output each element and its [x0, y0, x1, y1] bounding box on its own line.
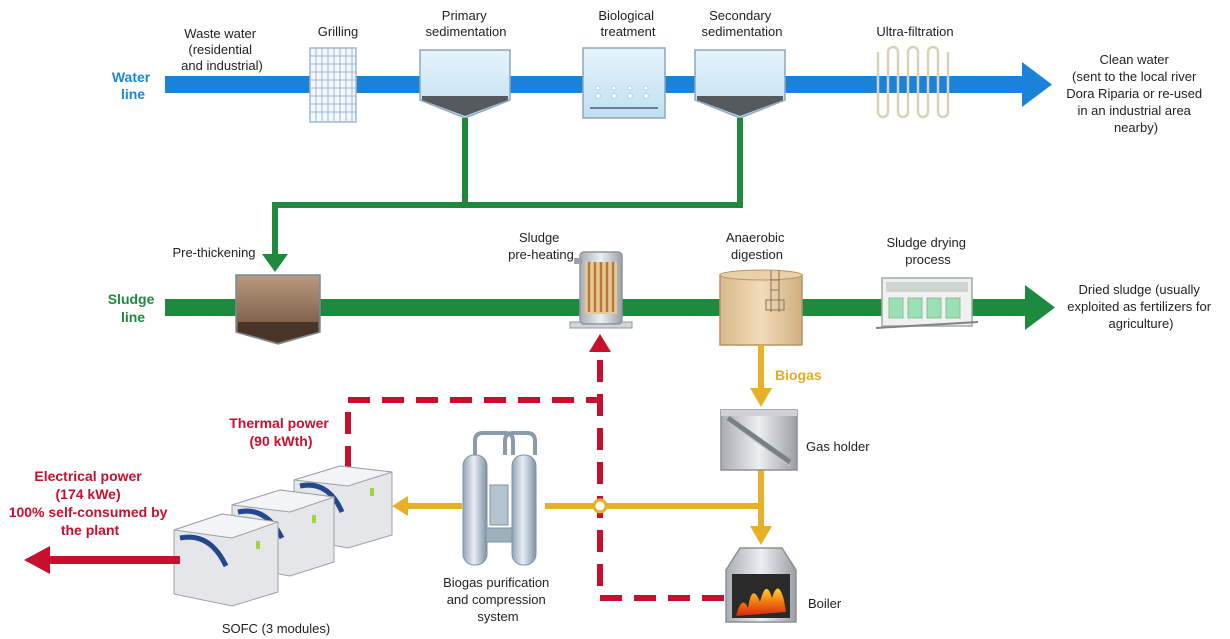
- ultra-filtration-label: Ultra-filtration: [876, 24, 953, 39]
- thermal-power-label: Thermal power (90 kWth): [229, 415, 332, 449]
- boiler-label: Boiler: [808, 596, 842, 611]
- biogas-purification-system: [462, 431, 537, 566]
- electrical-power-arrow: [24, 546, 180, 574]
- waste-water-label: Waste water (residential and industrial): [181, 26, 263, 73]
- boiler: [725, 547, 797, 623]
- pre-thickening-label: Pre-thickening: [172, 245, 255, 260]
- purification-label: Biogas purification and compression syst…: [443, 575, 553, 624]
- thermal-arrowhead: [589, 334, 611, 352]
- sludge-drying-label: Sludge drying process: [886, 235, 969, 267]
- secondary-sedimentation-label: Secondary sedimentation: [702, 8, 783, 39]
- sofc-module-1: [173, 513, 279, 607]
- secondary-sedimentation-tank: [694, 49, 786, 119]
- electrical-power-label: Electrical power (174 kWe) 100% self-con…: [9, 468, 172, 538]
- sludge-line-label: Sludge line: [108, 291, 159, 325]
- water-line-label: Water line: [112, 69, 154, 102]
- gas-holder: [720, 409, 798, 471]
- biogas-label: Biogas: [775, 367, 822, 383]
- sludge-preheater: [569, 251, 633, 329]
- biogas-arrowhead-boiler: [750, 526, 772, 545]
- dried-sludge-label: Dried sludge (usually exploited as ferti…: [1067, 282, 1214, 331]
- primary-sedimentation-tank: [419, 49, 511, 119]
- pre-thickening-tank: [235, 274, 321, 345]
- sludge-transfer-pipe: [272, 118, 743, 258]
- biogas-pipe: [405, 345, 764, 530]
- sofc-label: SOFC (3 modules): [222, 621, 330, 636]
- grilling-label: Grilling: [318, 24, 358, 39]
- anaerobic-digester: [719, 269, 803, 346]
- biogas-arrowhead-gasholder: [750, 388, 772, 407]
- clean-water-label: Clean water (sent to the local river Dor…: [1066, 52, 1205, 135]
- pipe-crossover: [592, 498, 608, 514]
- anaerobic-digestion-label: Anaerobic digestion: [726, 230, 788, 262]
- sofc-modules: [173, 465, 393, 607]
- grilling-screen: [309, 47, 357, 123]
- biological-treatment-label: Biological treatment: [598, 8, 657, 39]
- primary-sedimentation-label: Primary sedimentation: [426, 8, 507, 39]
- sludge-drying-unit: [875, 277, 979, 329]
- ultra-filtration-unit: [876, 45, 950, 119]
- sludge-transfer-arrowhead: [262, 254, 288, 272]
- thermal-power-loop: [345, 352, 724, 601]
- sludge-preheating-label: Sludge pre-heating: [508, 230, 574, 262]
- biological-treatment-tank: [582, 47, 666, 119]
- gas-holder-label: Gas holder: [806, 439, 870, 454]
- biogas-arrowhead-sofc: [392, 496, 408, 516]
